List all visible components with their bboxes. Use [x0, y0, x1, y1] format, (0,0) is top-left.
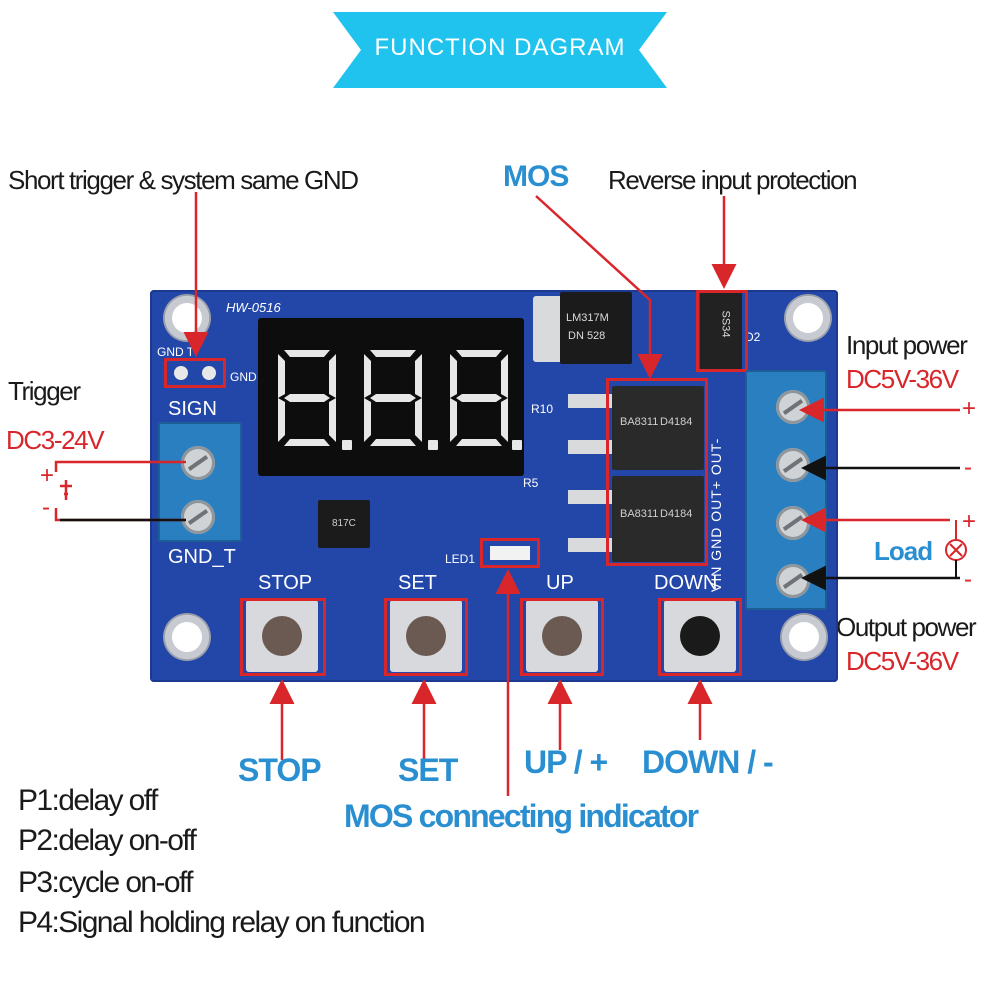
stop-button[interactable] — [246, 600, 318, 672]
stop-label: STOP — [238, 752, 322, 788]
seven-segment-display — [258, 318, 524, 476]
down-button-cap[interactable] — [680, 616, 720, 656]
down-highlight — [658, 598, 742, 676]
mosfet-bottom: D4184 BA8311 — [612, 476, 704, 562]
output-plus-sign: + — [962, 508, 976, 535]
set-label: SET — [398, 752, 458, 788]
stop-button-cap[interactable] — [262, 616, 302, 656]
mosfet-bottom-label: D4184 — [660, 508, 693, 520]
mosfet-top: D4184 BA8311 — [612, 386, 704, 470]
mounting-hole-bottom-right — [782, 615, 826, 659]
output-power-label: Output power — [836, 612, 977, 642]
mode-p3: P3:cycle on-off — [18, 866, 193, 899]
regulator-label: LM317M — [566, 312, 609, 324]
trigger-screw-positive[interactable] — [181, 446, 215, 480]
mosfet-pin — [568, 490, 614, 504]
mos-indicator-label: MOS connecting indicator — [344, 798, 699, 834]
gnd-silk: GND — [230, 370, 257, 384]
up-label: UP / + — [524, 744, 608, 780]
trigger-plus-sign: + — [40, 462, 54, 489]
mounting-hole-top-right — [786, 296, 830, 340]
trigger-label: Trigger — [8, 376, 81, 406]
down-label: DOWN / - — [642, 744, 774, 780]
load-label: Load — [874, 536, 933, 566]
output-minus-sign: - — [964, 566, 972, 593]
optocoupler-chip: 817C — [318, 500, 370, 548]
mosfet-pin — [568, 440, 614, 454]
regulator-chip: LM317M DN 528 — [560, 292, 632, 364]
decimal-point-1 — [342, 440, 352, 450]
input-voltage-label: DC5V-36V — [846, 364, 959, 394]
btn-stop-silk: STOP — [258, 572, 313, 594]
input-power-label: Input power — [846, 330, 968, 360]
regulator-code: DN 528 — [568, 330, 606, 342]
page-title: FUNCTION DAGRAM — [374, 34, 626, 61]
mos-label: MOS — [503, 160, 569, 193]
input-minus-sign: - — [964, 454, 972, 481]
mosfet-pin — [568, 538, 614, 552]
mode-p1: P1:delay off — [18, 784, 158, 817]
mounting-hole-bottom-left — [165, 615, 209, 659]
reverse-protection-label: Reverse input protection — [608, 165, 858, 195]
decimal-point-3 — [512, 440, 522, 450]
trigger-voltage-label: DC3-24V — [6, 425, 105, 455]
btn-up-silk: UP — [546, 572, 574, 594]
mosfet-highlight — [606, 378, 708, 566]
diode-highlight — [696, 290, 748, 372]
digit-2 — [364, 350, 422, 446]
short-trigger-label: Short trigger & system same GND — [8, 165, 359, 195]
input-plus-sign: + — [962, 395, 976, 422]
up-button[interactable] — [526, 600, 598, 672]
trigger-pin-t — [202, 366, 216, 380]
mosfet-bottom-code: BA8311 — [620, 508, 659, 520]
digit-1 — [278, 350, 336, 446]
trigger-pin-gnd — [174, 366, 188, 380]
sign-silk: SIGN — [168, 398, 217, 420]
gnd-t-bottom-silk: GND_T — [168, 546, 236, 568]
decimal-point-2 — [428, 440, 438, 450]
r5-silk: R5 — [523, 476, 539, 490]
mosfet-pin — [568, 394, 614, 408]
mosfet-top-code: BA8311 — [620, 416, 659, 428]
btn-set-silk: SET — [398, 572, 437, 594]
set-highlight — [384, 598, 468, 676]
optocoupler-label: 817C — [332, 518, 356, 529]
output-voltage-label: DC5V-36V — [846, 646, 959, 676]
title-banner — [333, 12, 667, 88]
led-highlight — [480, 538, 540, 568]
down-button[interactable] — [664, 600, 736, 672]
r10-silk: R10 — [531, 402, 554, 416]
d2-silk: D2 — [745, 330, 761, 344]
led1-silk: LED1 — [445, 552, 476, 566]
mode-p4: P4:Signal holding relay on function — [18, 906, 426, 939]
btn-down-silk: DOWN — [654, 572, 718, 594]
stop-highlight — [240, 598, 326, 676]
set-button-cap[interactable] — [406, 616, 446, 656]
digit-3 — [450, 350, 508, 446]
protection-diode: SS34 — [700, 292, 742, 370]
trigger-screw-negative[interactable] — [181, 500, 215, 534]
up-button-cap[interactable] — [542, 616, 582, 656]
mode-p2: P2:delay on-off — [18, 824, 197, 857]
trigger-pins-highlight — [164, 358, 226, 388]
up-highlight — [520, 598, 604, 676]
regulator-tab — [533, 296, 563, 362]
board-model: HW-0516 — [226, 300, 281, 315]
mos-led — [490, 546, 530, 560]
trigger-minus-sign: - — [42, 494, 50, 521]
mosfet-top-label: D4184 — [660, 416, 693, 428]
set-button[interactable] — [390, 600, 462, 672]
